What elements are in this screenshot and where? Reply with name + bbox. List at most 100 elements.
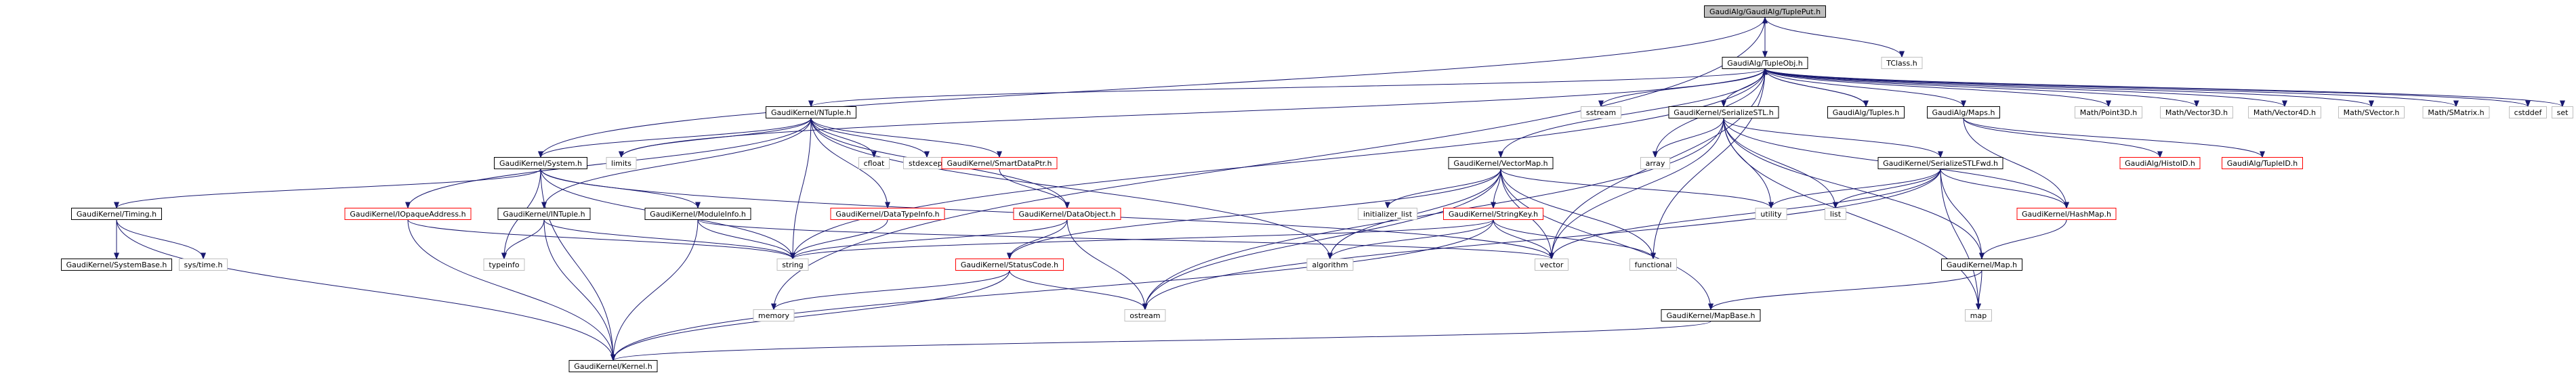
node-box — [344, 208, 472, 220]
node-stdexcept: stdexcept — [903, 157, 951, 169]
node-label: Math/Vector3D.h — [2165, 108, 2228, 117]
node-label: GaudiKernel/VectorMap.h — [1453, 159, 1547, 168]
node-sstream: sstream — [1581, 106, 1621, 118]
node-box — [1443, 208, 1543, 220]
edge-tupleobj-to-cstddef — [1764, 68, 2531, 108]
node-list: list — [1825, 208, 1846, 220]
node-histoid[interactable]: GaudiAlg/HistoID.h — [2119, 157, 2201, 169]
node-label: typeinfo — [489, 261, 519, 269]
node-label: GaudiKernel/INTuple.h — [503, 210, 585, 219]
node-label: GaudiKernel/System.h — [499, 159, 582, 168]
node-tuples[interactable]: GaudiAlg/Tuples.h — [1827, 106, 1905, 118]
edge-ntuple-to-cfloat — [810, 118, 877, 158]
node-ntuple[interactable]: GaudiKernel/NTuple.h — [766, 106, 856, 118]
node-systembase[interactable]: GaudiKernel/SystemBase.h — [61, 259, 172, 271]
edge-tupleobj-to-ntuple — [808, 68, 1766, 108]
node-timing[interactable]: GaudiKernel/Timing.h — [71, 208, 162, 220]
node-label: utility — [1760, 210, 1782, 219]
node-string: string — [776, 259, 809, 271]
edge-tupleput-to-system — [538, 17, 1766, 158]
edge-hashmap-to-gkmap — [1979, 219, 2067, 260]
node-serializestlfwd[interactable]: GaudiKernel/SerializeSTLFwd.h — [1877, 157, 2003, 169]
node-iopaqueaddress[interactable]: GaudiKernel/IOpaqueAddress.h — [344, 208, 472, 220]
edge-dataobject-to-statuscode — [1007, 219, 1068, 260]
node-label: vector — [1540, 261, 1564, 269]
node-box — [1755, 208, 1787, 220]
edge-vectormap-to-utility — [1500, 169, 1774, 209]
node-label: stdexcept — [909, 159, 946, 168]
node-utility: utility — [1755, 208, 1787, 220]
node-label: GaudiKernel/DataTypeInfo.h — [835, 210, 939, 219]
node-intuple[interactable]: GaudiKernel/INTuple.h — [497, 208, 591, 220]
node-label: GaudiAlg/TupleObj.h — [1727, 59, 1803, 68]
node-kernel[interactable]: GaudiKernel/Kernel.h — [568, 360, 658, 372]
edge-serializestlfwd-to-list — [1833, 169, 1941, 209]
node-vector3d: Math/Vector3D.h — [2160, 106, 2233, 118]
edge-iopaqueaddress-to-kernel — [407, 219, 616, 361]
node-tupleput[interactable]: GaudiAlg/GaudiAlg/TuplePut.h — [1704, 5, 1826, 18]
node-tupleid[interactable]: GaudiAlg/TupleID.h — [2222, 157, 2303, 169]
node-gkmap[interactable]: GaudiKernel/Map.h — [1941, 259, 2022, 271]
node-box — [1629, 259, 1677, 271]
edge-intuple-to-string — [543, 219, 795, 260]
node-maps[interactable]: GaudiAlg/Maps.h — [1927, 106, 2000, 118]
node-label: GaudiKernel/MapBase.h — [1666, 311, 1755, 320]
node-mapbase[interactable]: GaudiKernel/MapBase.h — [1661, 309, 1761, 321]
node-label: GaudiKernel/IOpaqueAddress.h — [350, 210, 465, 219]
edge-tupleobj-to-vector3d — [1764, 68, 2199, 108]
node-typeinfo: typeinfo — [483, 259, 525, 271]
node-box — [776, 259, 809, 271]
node-label: GaudiKernel/Timing.h — [77, 210, 157, 219]
node-label: GaudiAlg/GaudiAlg/TuplePut.h — [1709, 7, 1821, 16]
edge-serializestlfwd-to-map — [1940, 169, 1981, 311]
node-box — [2338, 106, 2405, 118]
edge-serializestlfwd-to-gkmap — [1940, 169, 1985, 260]
node-box — [71, 208, 162, 220]
node-initlist: initializer_list — [1358, 208, 1417, 220]
edge-serializestlfwd-to-utility — [1768, 169, 1941, 209]
edge-timing-to-systime — [116, 219, 206, 260]
node-system[interactable]: GaudiKernel/System.h — [494, 157, 587, 169]
node-label: GaudiAlg/HistoID.h — [2125, 159, 2195, 168]
node-moduleinfo[interactable]: GaudiKernel/ModuleInfo.h — [644, 208, 751, 220]
edge-timing-to-kernel — [116, 219, 616, 361]
node-algorithm: algorithm — [1306, 259, 1354, 271]
node-label: GaudiAlg/TupleID.h — [2227, 159, 2298, 168]
edge-statuscode-to-ostream — [1009, 270, 1148, 311]
edge-system-to-kernel — [540, 169, 616, 361]
edge-serializestl-to-list — [1723, 118, 1838, 209]
node-smartdataptr[interactable]: GaudiKernel/SmartDataPtr.h — [941, 157, 1058, 169]
node-vectormap[interactable]: GaudiKernel/VectorMap.h — [1448, 157, 1554, 169]
node-box — [2422, 106, 2490, 118]
node-statuscode[interactable]: GaudiKernel/StatusCode.h — [955, 259, 1064, 271]
edge-iopaqueaddress-to-string — [407, 219, 795, 260]
edge-moduleinfo-to-vector — [697, 219, 1554, 260]
node-box — [1927, 106, 2000, 118]
node-box — [1827, 106, 1905, 118]
edge-stringkey-to-string — [790, 219, 1494, 260]
edge-vectormap-to-ostream — [1142, 169, 1501, 311]
node-box — [2248, 106, 2321, 118]
node-memory: memory — [753, 309, 795, 321]
edge-stringkey-to-kernel — [610, 219, 1494, 361]
edge-vectormap-to-functional — [1500, 169, 1656, 260]
node-box — [1881, 57, 1923, 69]
node-label: GaudiKernel/Kernel.h — [574, 362, 652, 371]
node-label: memory — [758, 311, 789, 320]
node-label: algorithm — [1312, 261, 1348, 269]
node-dataobject[interactable]: GaudiKernel/DataObject.h — [1013, 208, 1121, 220]
node-label: initializer_list — [1363, 210, 1413, 219]
node-box — [1581, 106, 1621, 118]
node-serializestl[interactable]: GaudiKernel/SerializeSTL.h — [1668, 106, 1779, 118]
edge-vectormap-to-statuscode — [1007, 169, 1501, 260]
node-datatypeinfo[interactable]: GaudiKernel/DataTypeInfo.h — [830, 208, 945, 220]
edge-ntuple-to-string — [790, 118, 812, 260]
node-box — [1013, 208, 1121, 220]
node-box — [766, 106, 856, 118]
edge-maps-to-hashmap — [1963, 118, 2069, 209]
node-box — [1965, 309, 1992, 321]
node-tupleobj[interactable]: GaudiAlg/TupleObj.h — [1722, 57, 1808, 69]
node-stringkey[interactable]: GaudiKernel/StringKey.h — [1443, 208, 1543, 220]
node-systime: sys/time.h — [179, 259, 228, 271]
node-hashmap[interactable]: GaudiKernel/HashMap.h — [2016, 208, 2117, 220]
